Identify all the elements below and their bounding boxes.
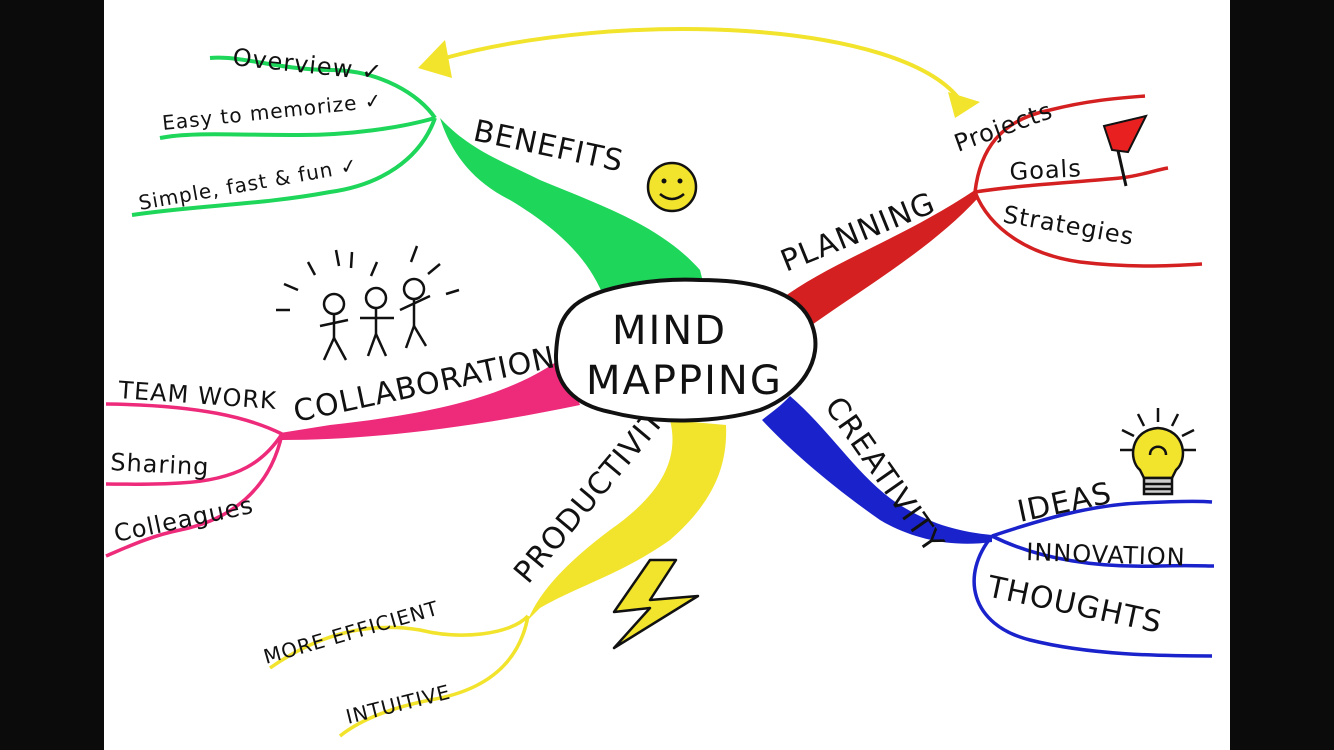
center-title-line2: MAPPING bbox=[586, 358, 783, 404]
creativity-leaf-2: INNOVATION bbox=[1026, 538, 1186, 572]
center-title-line1: MIND bbox=[612, 308, 727, 354]
center-node: MIND MAPPING bbox=[556, 280, 815, 421]
collaboration-leaf-2: Sharing bbox=[110, 448, 210, 481]
smiley-icon bbox=[648, 163, 696, 211]
planning-leaf-2: Goals bbox=[1009, 154, 1083, 186]
